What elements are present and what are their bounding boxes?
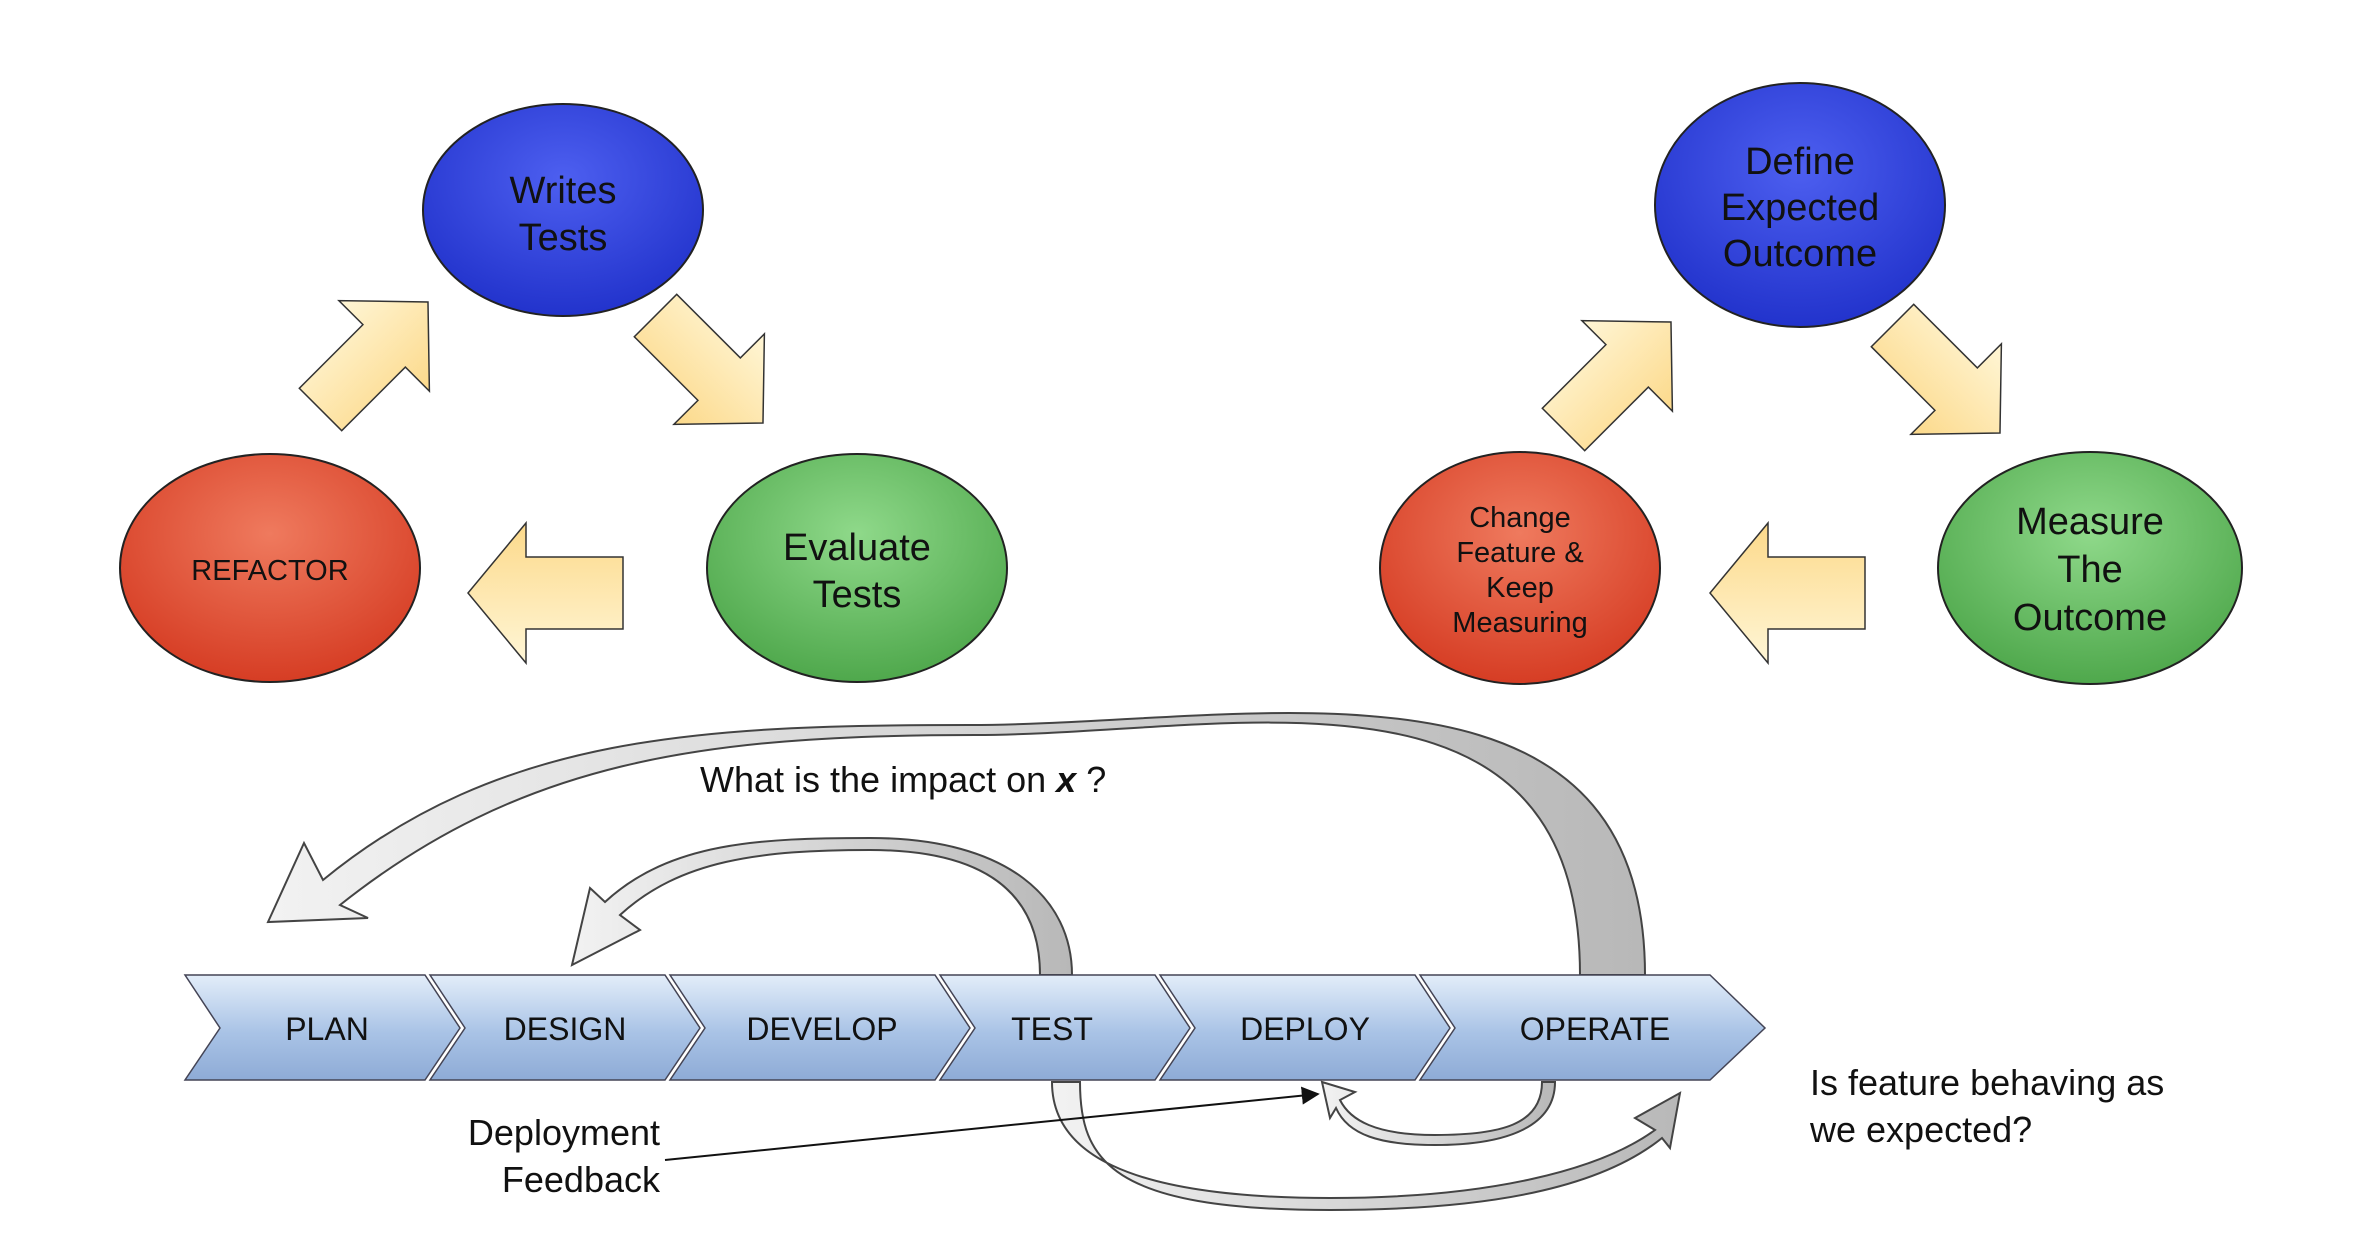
feature-behaving-line-1: Is feature behaving as bbox=[1810, 1062, 2164, 1103]
stage-operate: OPERATE bbox=[1418, 974, 1767, 1081]
feedback-arrow-test-to-operate bbox=[1050, 1081, 1682, 1212]
stage-deploy: DEPLOY bbox=[1158, 974, 1451, 1081]
node-measure-line-3: Outcome bbox=[2013, 597, 2167, 639]
deployment-feedback-pointer bbox=[664, 1086, 1320, 1161]
stage-design: DESIGN bbox=[428, 974, 701, 1081]
stage-test-label: TEST bbox=[1011, 1011, 1093, 1047]
node-define-line-3: Outcome bbox=[1723, 233, 1877, 275]
feedback-arrow-operate-to-plan bbox=[266, 712, 1647, 976]
stage-operate-label: OPERATE bbox=[1520, 1011, 1671, 1047]
cycle-arrow-refactor-to-writes bbox=[298, 299, 431, 432]
node-define-expected-outcome: Define Expected Outcome bbox=[1654, 82, 1946, 328]
node-define-line-2: Expected bbox=[1721, 187, 1879, 229]
node-refactor: REFACTOR bbox=[119, 453, 421, 683]
deployment-feedback-line-2: Feedback bbox=[502, 1159, 661, 1200]
cycle-arrow-change-to-define bbox=[1541, 319, 1674, 452]
node-measure-line-2: The bbox=[2057, 549, 2122, 591]
node-evaluate-tests-line-2: Tests bbox=[813, 574, 902, 616]
feedback-arrow-test-to-design bbox=[570, 836, 1074, 976]
node-change-line-2: Feature & bbox=[1456, 537, 1583, 569]
cycle-arrow-measure-to-change bbox=[1709, 520, 1866, 666]
node-evaluate-tests: Evaluate Tests bbox=[706, 453, 1008, 683]
stage-develop-label: DEVELOP bbox=[746, 1011, 897, 1047]
feedback-arrow-operate-to-deploy bbox=[1320, 1080, 1557, 1147]
node-writes-tests-line-1: Writes bbox=[510, 170, 617, 212]
node-define-line-1: Define bbox=[1745, 141, 1855, 183]
node-writes-tests: Writes Tests bbox=[422, 103, 704, 317]
impact-variable: x bbox=[1054, 759, 1078, 800]
feature-behaving-line-2: we expected? bbox=[1809, 1109, 2032, 1150]
node-evaluate-tests-line-1: Evaluate bbox=[783, 527, 931, 569]
node-change-line-3: Keep bbox=[1486, 572, 1554, 604]
pipeline: PLAN DESIGN DEVELOP TEST DEPLOY OPERATE bbox=[183, 974, 1767, 1081]
node-measure-the-outcome: Measure The Outcome bbox=[1937, 451, 2243, 685]
impact-question-suffix: ? bbox=[1086, 759, 1106, 800]
node-change-line-1: Change bbox=[1469, 502, 1571, 534]
node-measure-line-1: Measure bbox=[2016, 501, 2164, 543]
cycle-arrow-evaluate-to-refactor bbox=[467, 520, 624, 666]
feature-cycle: Define Expected Outcome Measure The Outc… bbox=[1379, 82, 2243, 685]
stage-test: TEST bbox=[938, 974, 1191, 1081]
node-change-line-4: Measuring bbox=[1452, 607, 1587, 639]
impact-question: What is the impact on x ? bbox=[700, 759, 1106, 800]
stage-design-label: DESIGN bbox=[504, 1011, 627, 1047]
cycle-arrow-writes-to-evaluate bbox=[633, 293, 766, 426]
cycle-arrow-define-to-measure bbox=[1870, 303, 2003, 436]
stage-deploy-label: DEPLOY bbox=[1240, 1011, 1370, 1047]
impact-question-prefix: What is the impact on bbox=[700, 759, 1046, 800]
stage-plan-label: PLAN bbox=[285, 1011, 369, 1047]
tdd-cycle: Writes Tests Evaluate Tests REFACTOR bbox=[119, 103, 1008, 683]
node-writes-tests-line-2: Tests bbox=[519, 217, 608, 259]
node-change-feature: Change Feature & Keep Measuring bbox=[1379, 451, 1661, 685]
node-refactor-label: REFACTOR bbox=[191, 555, 348, 587]
stage-plan: PLAN bbox=[183, 974, 461, 1081]
stage-develop: DEVELOP bbox=[668, 974, 971, 1081]
deployment-feedback-line-1: Deployment bbox=[468, 1112, 660, 1153]
